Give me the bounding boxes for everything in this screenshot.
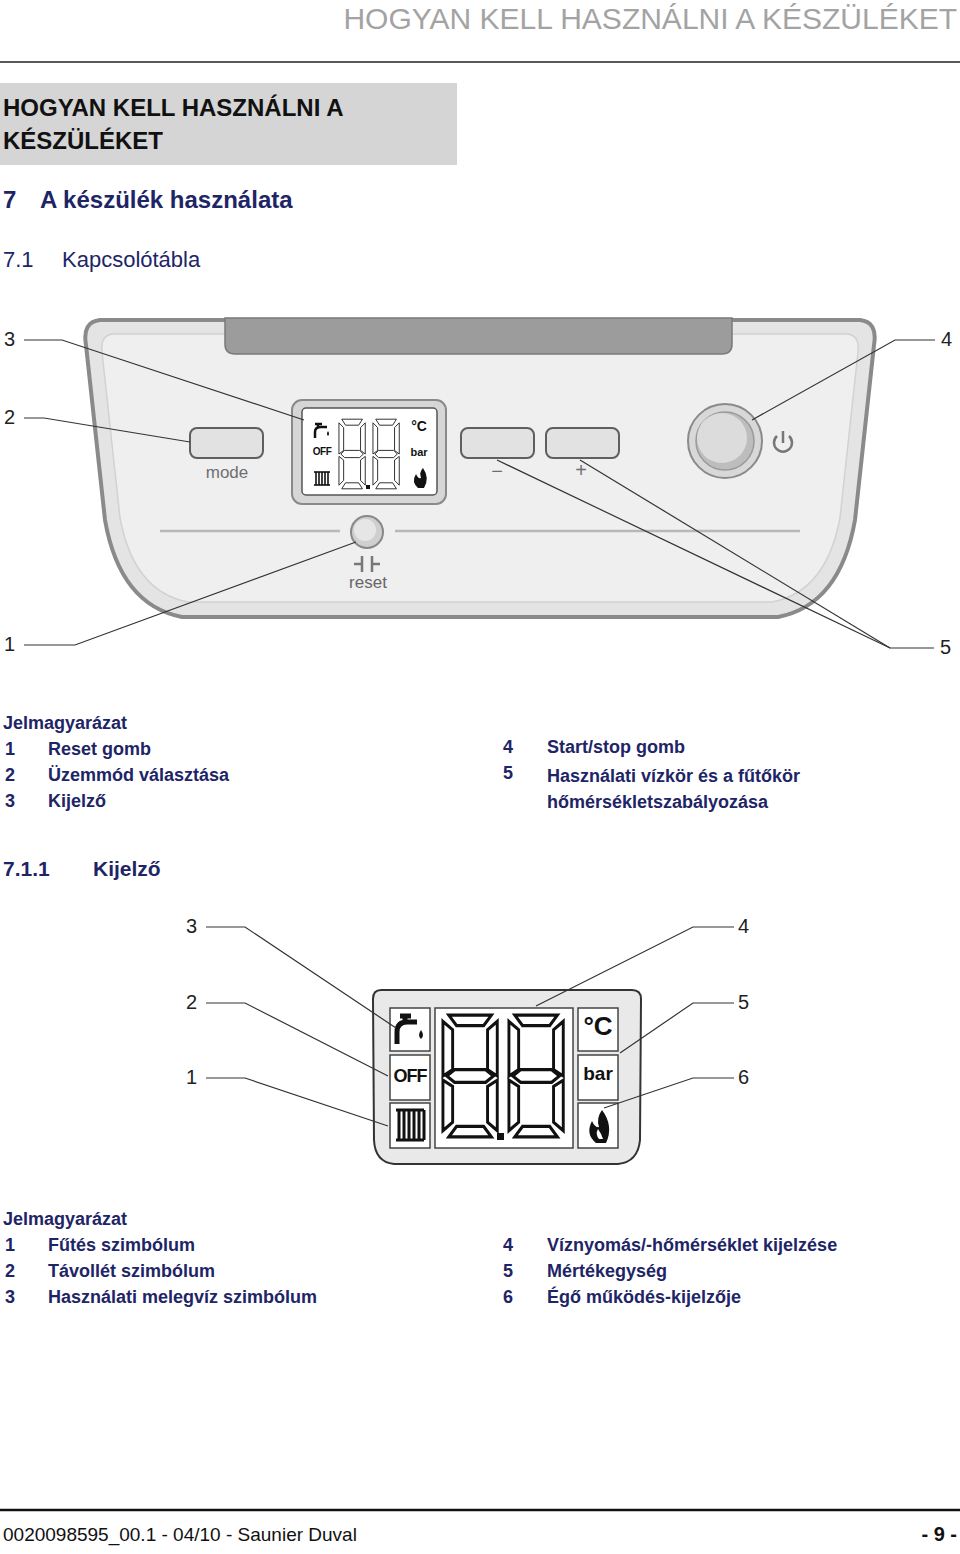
leader-lines — [24, 340, 935, 648]
footer-rule — [0, 1509, 960, 1512]
legend-text: Égő működés-kijelzője — [547, 1287, 741, 1308]
legend-text: Használati melegvíz szimbólum — [48, 1287, 317, 1308]
callout-number: 3 — [4, 328, 15, 351]
legend-text: Start/stop gomb — [547, 737, 685, 758]
button-label: reset — [349, 573, 387, 593]
legend-number: 3 — [5, 1287, 15, 1308]
callout-number: 4 — [941, 328, 952, 351]
legend-heading: Jelmagyarázat — [3, 713, 127, 734]
section-band: HOGYAN KELL HASZNÁLNI A KÉSZÜLÉKET — [0, 83, 457, 165]
legend-number: 1 — [5, 739, 15, 760]
legend-text: Reset gomb — [48, 739, 151, 760]
legend-text: Víznyomás/-hőmérséklet kijelzése — [547, 1235, 837, 1256]
legend-text: Távollét szimbólum — [48, 1261, 215, 1282]
legend-number: 3 — [5, 791, 15, 812]
legend-number: 4 — [503, 737, 513, 758]
callout-number: 2 — [186, 991, 197, 1014]
legend-heading: Jelmagyarázat — [3, 1209, 127, 1230]
legend-number: 6 — [503, 1287, 513, 1308]
legend-number: 2 — [5, 1261, 15, 1282]
section-heading: A készülék használata — [40, 186, 293, 214]
legend-text: Kijelző — [48, 791, 106, 812]
legend-text: Üzemmód választása — [48, 765, 229, 786]
callout-number: 4 — [738, 915, 749, 938]
legend-number: 4 — [503, 1235, 513, 1256]
callout-number: 2 — [4, 406, 15, 429]
legend-text: Mértékegység — [547, 1261, 667, 1282]
legend-number: 5 — [503, 763, 513, 784]
section-heading: Kijelző — [93, 857, 161, 881]
lcd-symbol: °C — [583, 1012, 612, 1042]
header-rule — [0, 61, 960, 63]
button-label: − — [491, 460, 503, 483]
callout-number: 6 — [738, 1066, 749, 1089]
lcd-symbol: OFF — [394, 1066, 427, 1087]
callout-number: 1 — [4, 633, 15, 656]
section-number: 7 — [3, 186, 16, 214]
legend-text: Fűtés szimbólum — [48, 1235, 195, 1256]
callout-number: 1 — [186, 1066, 197, 1089]
button-label: mode — [206, 463, 249, 483]
callout-number: 5 — [940, 636, 951, 659]
leader-lines — [206, 927, 734, 1126]
page-number: - 9 - — [921, 1523, 957, 1546]
running-header: HOGYAN KELL HASZNÁLNI A KÉSZÜLÉKET — [343, 2, 957, 37]
lcd-symbol: bar — [583, 1063, 613, 1085]
display-detail — [373, 990, 641, 1164]
lcd-symbol: bar — [410, 446, 427, 459]
section-number: 7.1 — [3, 247, 34, 272]
lcd-symbol: °C — [411, 418, 427, 434]
band-heading: HOGYAN KELL HASZNÁLNI A KÉSZÜLÉKET — [3, 91, 451, 157]
legend-text: Használati vízkör és a fűtőkör hőmérsékl… — [547, 763, 882, 815]
callout-number: 5 — [738, 991, 749, 1014]
button-label: + — [575, 459, 587, 482]
control-panel — [85, 318, 874, 617]
legend-number: 5 — [503, 1261, 513, 1282]
legend-number: 1 — [5, 1235, 15, 1256]
callout-number: 3 — [186, 915, 197, 938]
footer-text: 0020098595_00.1 - 04/10 - Saunier Duval — [3, 1524, 357, 1546]
section-number: 7.1.1 — [3, 857, 50, 881]
lcd-symbol: OFF — [313, 446, 332, 458]
legend-number: 2 — [5, 765, 15, 786]
section-heading: Kapcsolótábla — [62, 247, 200, 272]
